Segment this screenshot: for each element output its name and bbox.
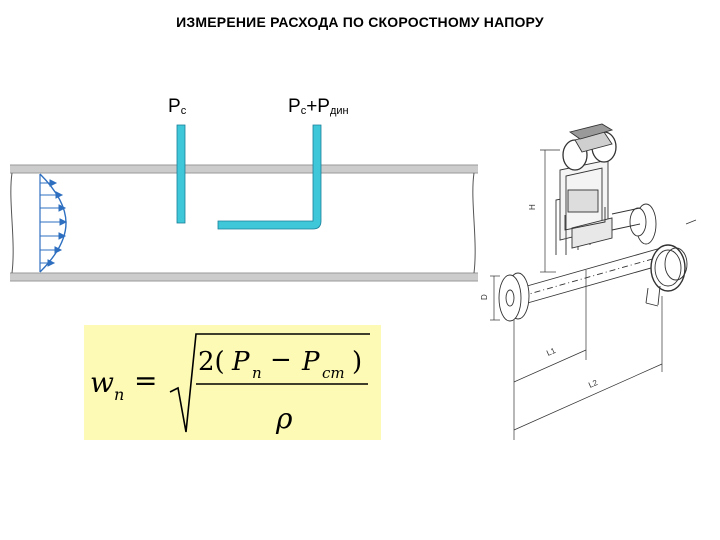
formula-den: ρ <box>275 402 293 435</box>
dim-label-d: D <box>480 294 489 300</box>
total-pressure-label: Pc+Pдин <box>288 96 349 117</box>
formula-lhs-var: w <box>90 366 114 399</box>
pitot-tube <box>217 124 322 230</box>
formula-minus: − <box>270 345 292 375</box>
formula-num-coef: 2( <box>198 347 225 377</box>
velocity-profile <box>39 173 68 273</box>
sqrt-sign <box>169 333 370 433</box>
pipe-wall-top <box>10 165 478 173</box>
dim-label-l1: L1 <box>545 346 557 358</box>
page-title: ИЗМЕРЕНИЕ РАСХОДА ПО СКОРОСТНОМУ НАПОРУ <box>176 14 544 30</box>
pipe-wall-bottom <box>10 273 478 281</box>
formula-num-p1: P <box>231 347 250 377</box>
formula-num-p1-sub: n <box>252 364 262 382</box>
static-pressure-tube <box>176 124 186 224</box>
formula-num-p2-sub: cm <box>322 364 345 382</box>
dim-label-h: H <box>528 204 537 210</box>
flowmeter-technical-drawing <box>490 123 697 440</box>
static-pressure-label: Pc <box>168 96 187 117</box>
formula-equals: = <box>134 364 157 397</box>
dim-label-l2: L2 <box>587 378 599 390</box>
formula-lhs-sub: n <box>114 385 124 404</box>
formula-box <box>84 325 381 440</box>
formula-num-close: ) <box>352 347 362 377</box>
formula-num-p2: P <box>301 347 320 377</box>
